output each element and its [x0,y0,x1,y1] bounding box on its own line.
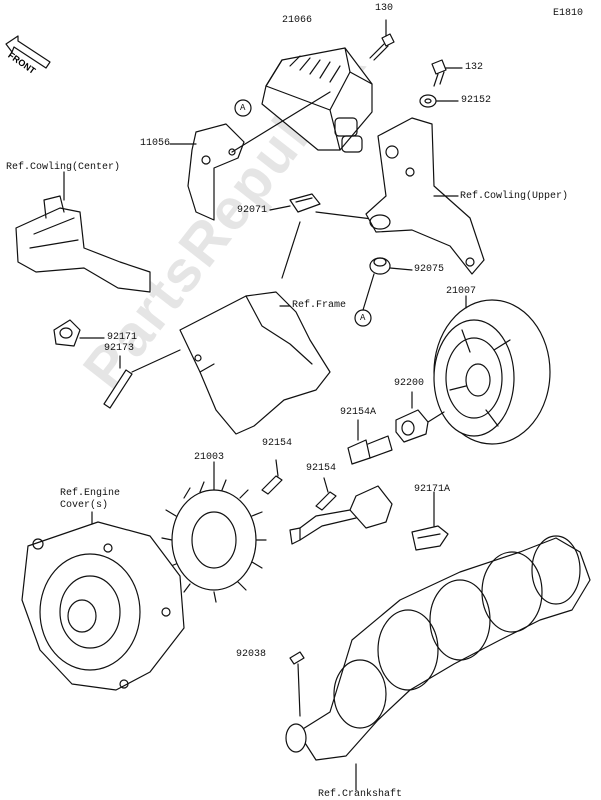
callout-92071: 92071 [237,205,268,216]
callout-ref-cowling-upper: Ref.Cowling(Upper) [460,191,569,202]
callout-92152: 92152 [461,95,492,106]
callout-92038: 92038 [236,649,267,660]
callout-92154a: 92154A [340,407,377,418]
callout-21003: 21003 [194,452,225,463]
bolt-92154a [347,419,393,465]
bolt-92154-2 [315,477,337,511]
callout-ref-frame: Ref.Frame [292,300,347,311]
engine-cover [21,511,185,691]
bracket-11056 [169,91,331,221]
cowling-upper-bracket [365,117,485,275]
callout-92171a: 92171A [414,484,451,495]
callout-ref-crankshaft: Ref.Crankshaft [318,789,403,800]
bolt-130 [369,19,395,61]
bolt-132 [431,59,463,87]
callout-92154-2: 92154 [306,463,337,474]
callout-92173: 92173 [104,343,135,354]
callout-11056: 11056 [140,138,171,149]
marker-a-1 [234,99,252,117]
marker-a-label-1: A [240,103,246,113]
bolt-92154-1 [261,459,283,495]
grommet-92171a [411,491,449,551]
rotor-21007 [433,295,551,445]
washer-92152 [419,94,459,108]
marker-a-2 [354,273,375,327]
callout-92171: 92171 [107,332,138,343]
grommet-92171 [53,319,105,347]
grommet-92075 [369,257,413,275]
crankshaft [285,535,591,791]
regulator-rectifier [261,47,373,153]
callout-ref-engine-cover: Ref.Engine Cover(s) [60,488,121,511]
cowling-center-bracket [15,171,151,293]
key-92038 [289,651,305,717]
callout-130: 130 [375,3,394,14]
callout-92200: 92200 [394,378,425,389]
callout-21066: 21066 [282,15,313,26]
callout-132: 132 [465,62,484,73]
marker-a-label-2: A [360,313,366,323]
front-arrow-icon [5,35,51,69]
callout-21007: 21007 [446,286,477,297]
connector [289,485,393,545]
spacer-92200 [395,391,445,443]
stator-21003 [161,461,267,603]
callout-ref-cowling-center: Ref.Cowling(Center) [6,162,121,173]
callout-92075: 92075 [414,264,445,275]
frame-cover [179,291,331,435]
callout-92154-1: 92154 [262,438,293,449]
diagram-code: E1810 [553,8,584,19]
bolt-92173 [103,349,181,409]
